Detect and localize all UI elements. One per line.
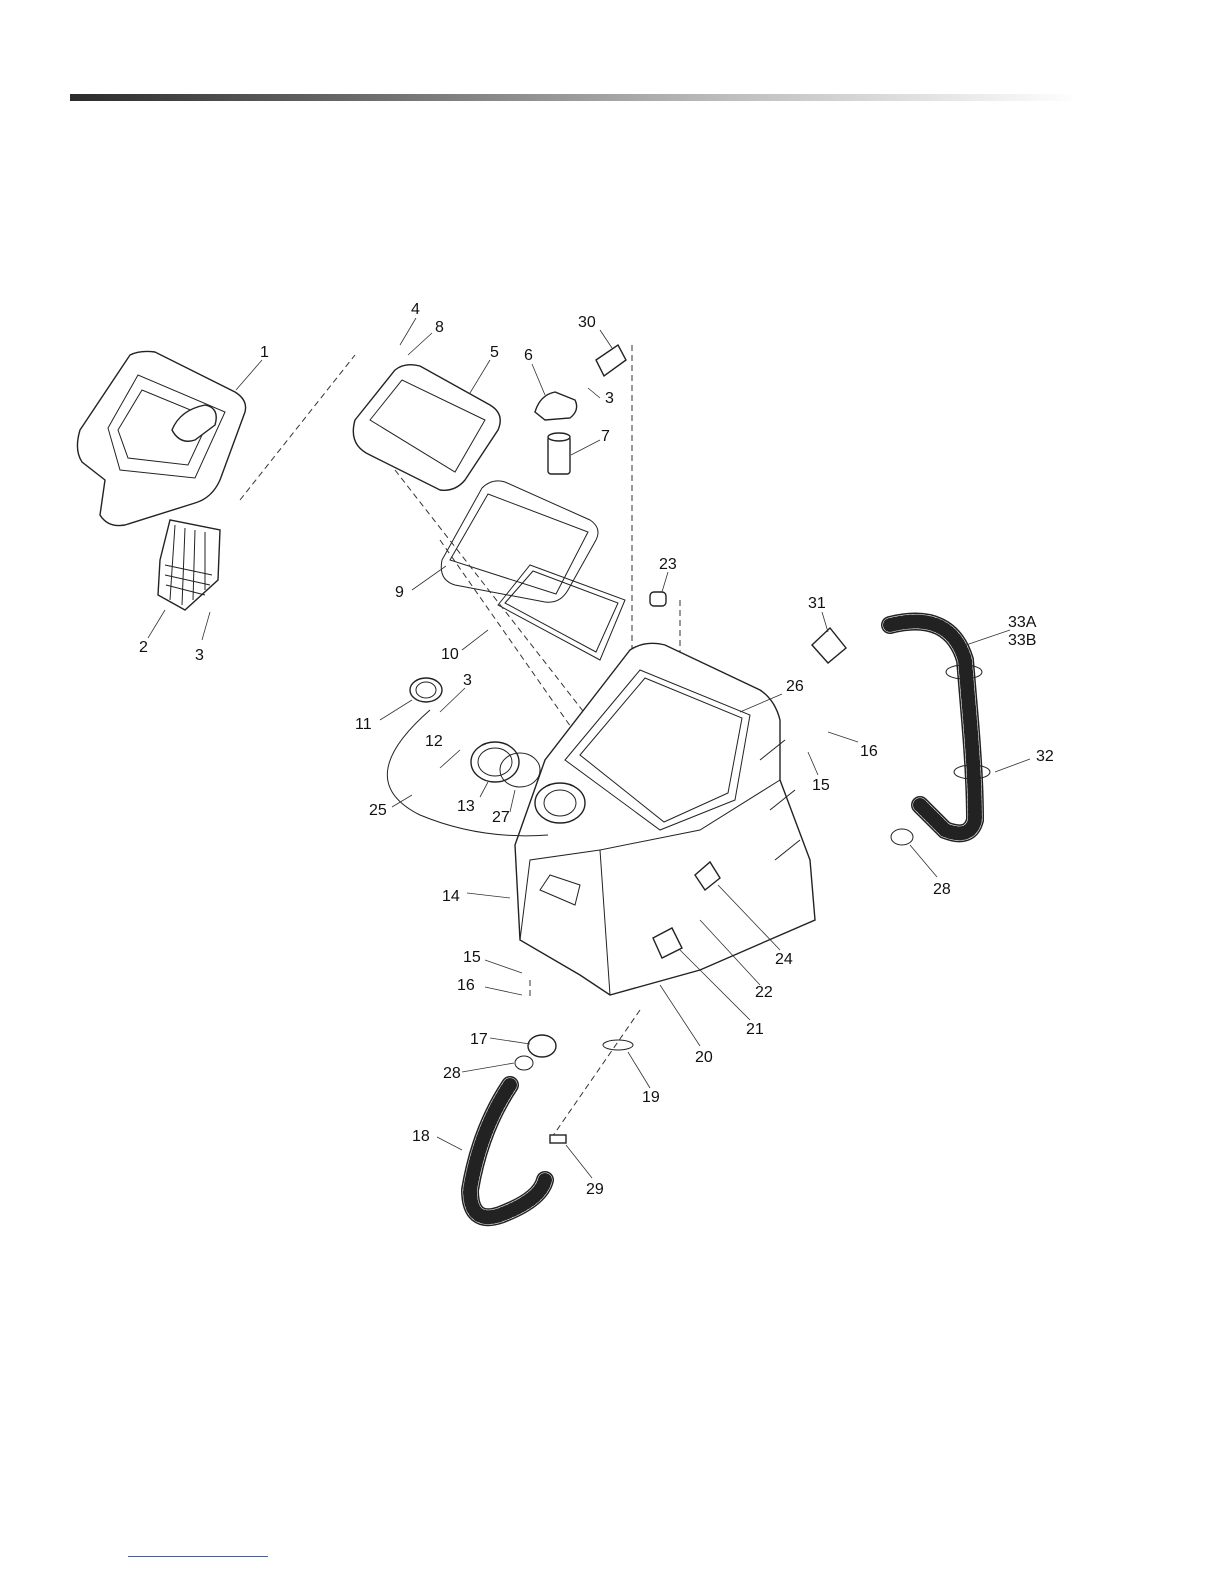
label-32: 32: [1036, 748, 1054, 765]
part-28-lower-seal: [515, 1056, 533, 1070]
label-9: 9: [395, 584, 404, 601]
label-17: 17: [470, 1031, 488, 1048]
part-10-seal: [498, 565, 625, 660]
label-15-right: 15: [812, 777, 830, 794]
label-15-left: 15: [463, 949, 481, 966]
part-30-fitting: [596, 345, 626, 376]
dashed-line-gasket: [440, 540, 580, 740]
label-33a: 33A: [1008, 614, 1037, 631]
part-18-hose: [470, 1085, 545, 1217]
label-29: 29: [586, 1181, 604, 1198]
label-25: 25: [369, 802, 387, 819]
part-5-frame: [353, 365, 500, 491]
footer-rule: [128, 1556, 268, 1557]
label-28-right: 28: [933, 881, 951, 898]
label-18: 18: [412, 1128, 430, 1145]
part-2-basket: [158, 520, 220, 610]
dashed-line-29: [550, 1010, 640, 1140]
label-24: 24: [775, 951, 793, 968]
label-2: 2: [139, 639, 148, 656]
label-13: 13: [457, 798, 475, 815]
label-30: 30: [578, 314, 596, 331]
part-11-cap: [410, 678, 442, 702]
label-3-elbow: 3: [605, 390, 614, 407]
label-10: 10: [441, 646, 459, 663]
label-22: 22: [755, 984, 773, 1001]
part-23-knob: [650, 592, 666, 606]
label-8: 8: [435, 319, 444, 336]
part-7-tube: [548, 433, 570, 474]
label-20: 20: [695, 1049, 713, 1066]
label-16-right: 16: [860, 743, 878, 760]
label-3-basket: 3: [195, 647, 204, 664]
label-26: 26: [786, 678, 804, 695]
part-17-fitting: [528, 1035, 556, 1057]
label-19: 19: [642, 1089, 660, 1106]
part-9-gasket: [441, 481, 598, 602]
part-13-ring: [471, 742, 519, 782]
label-23: 23: [659, 556, 677, 573]
part-31-coupler: [812, 628, 846, 663]
dashed-line-lid: [240, 355, 355, 500]
label-31: 31: [808, 595, 826, 612]
part-19-o-ring: [603, 1040, 633, 1050]
label-28-lower: 28: [443, 1065, 461, 1082]
part-28-right-seal: [891, 829, 913, 845]
part-25-strap: [387, 710, 548, 836]
label-14: 14: [442, 888, 460, 905]
label-21: 21: [746, 1021, 764, 1038]
part-1-lid: [77, 351, 245, 525]
label-6: 6: [524, 347, 533, 364]
part-33-hose: [890, 622, 990, 834]
part-6-elbow: [535, 392, 577, 420]
label-3-ring: 3: [463, 672, 472, 689]
label-7: 7: [601, 428, 610, 445]
part-29-pin: [550, 1135, 566, 1143]
label-5: 5: [490, 344, 499, 361]
label-11: 11: [355, 716, 372, 733]
label-33b: 33B: [1008, 632, 1036, 649]
label-4: 4: [411, 301, 420, 318]
label-1: 1: [260, 344, 269, 361]
label-16-left: 16: [457, 977, 475, 994]
label-27: 27: [492, 809, 510, 826]
label-12: 12: [425, 733, 443, 750]
